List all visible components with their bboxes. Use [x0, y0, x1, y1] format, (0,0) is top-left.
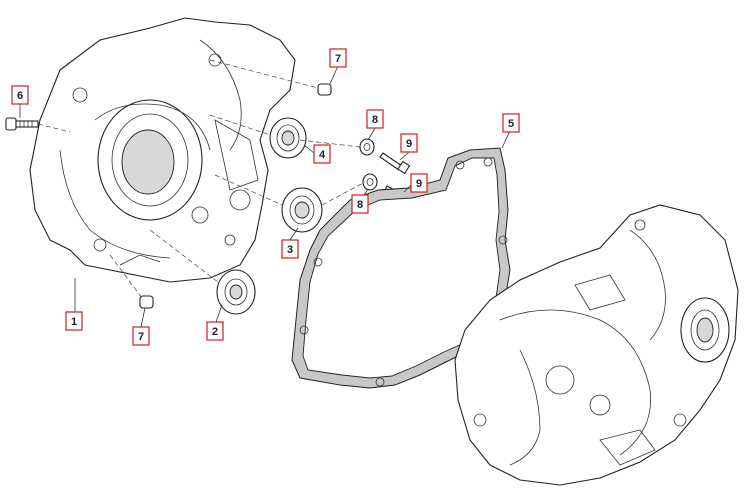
dowel-pin-7-lower — [139, 295, 154, 309]
callout-7-lower: 7 — [132, 326, 150, 346]
right-crankcase-half — [454, 204, 739, 486]
callout-7-upper-label: 7 — [335, 53, 341, 65]
bearing-3 — [281, 187, 323, 233]
left-crankcase-half — [29, 17, 296, 283]
callout-6-label: 6 — [17, 90, 23, 102]
washer-8-upper — [359, 138, 375, 156]
washer-8-lower — [362, 173, 378, 191]
callout-9-lower-label: 9 — [416, 178, 422, 190]
callout-8-upper-label: 8 — [372, 114, 378, 126]
dowel-pin-7-upper — [317, 83, 332, 96]
leader-lines — [19, 65, 511, 328]
bolt-9-upper — [379, 152, 411, 175]
callout-9-lower: 9 — [410, 173, 428, 193]
callout-8-upper: 8 — [366, 109, 384, 129]
callout-4-label: 4 — [319, 149, 326, 161]
callout-3: 3 — [281, 239, 299, 259]
callout-2-label: 2 — [212, 326, 218, 338]
callout-2: 2 — [206, 321, 224, 341]
callout-1-label: 1 — [71, 316, 77, 328]
callout-8-lower-label: 8 — [357, 199, 363, 211]
callout-5: 5 — [502, 113, 520, 133]
bolt-6 — [5, 117, 39, 131]
callout-1: 1 — [65, 311, 83, 331]
callout-9-upper: 9 — [400, 133, 418, 153]
bearing-2 — [216, 269, 256, 315]
callout-7-upper: 7 — [329, 48, 347, 68]
callout-8-lower: 8 — [351, 194, 369, 214]
callout-5-label: 5 — [508, 118, 514, 130]
gasket-5 — [291, 147, 511, 389]
bearing-4 — [269, 117, 307, 159]
callout-6: 6 — [11, 85, 29, 105]
callout-3-label: 3 — [287, 244, 293, 256]
callout-9-upper-label: 9 — [406, 138, 412, 150]
callout-7-lower-label: 7 — [138, 331, 144, 343]
callout-4: 4 — [313, 144, 331, 164]
alignment-lines — [37, 59, 366, 299]
